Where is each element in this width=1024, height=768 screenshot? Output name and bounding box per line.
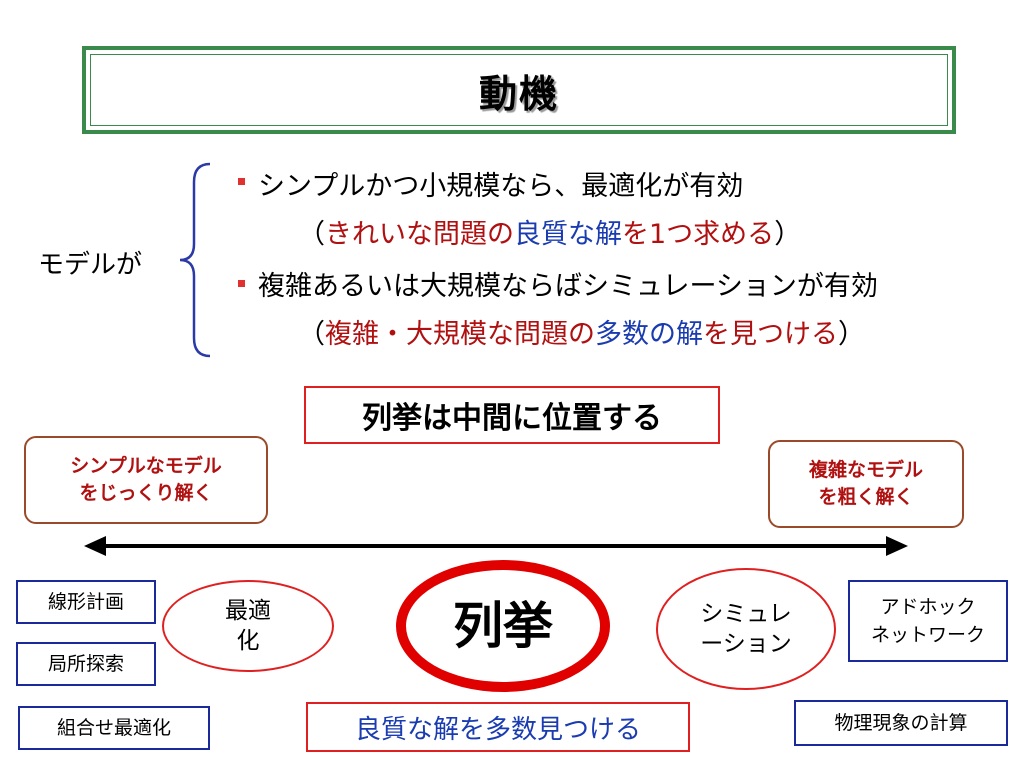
complex-model-line-1: 複雑なモデル [808,459,923,481]
method-box-adhoc-network: アドホック ネットワーク [848,580,1008,662]
detail-part-1: 複雑・大規模な問題の [325,319,595,350]
adhoc-line-2: ネットワーク [870,624,985,646]
paren-close: ） [774,219,802,250]
spectrum-arrow-icon [84,536,908,556]
simulation-line-2: ーション [700,631,792,657]
paren-open: （ [298,319,325,350]
bullet-marker-2 [238,280,245,287]
bullet-2-detail: （複雑・大規模な問題の多数の解を見つける） [298,312,865,351]
title-box: 動機 [82,46,956,134]
model-label: モデルが [38,250,143,280]
complex-model-line-2: を粗く解く [818,486,914,508]
detail-part-2: 良質な解 [514,219,622,250]
detail-part-1: きれいな問題の [325,219,514,250]
enumeration-ellipse: 列挙 [396,560,610,692]
detail-part-2: 多数の解 [595,319,703,350]
bullet-marker-1 [238,178,245,185]
bullet-2-text: 複雑あるいは大規模ならばシミュレーションが有効 [258,271,878,302]
middle-statement-box: 列挙は中間に位置する [304,386,720,444]
curly-brace-icon [179,162,211,358]
bottom-statement-box: 良質な解を多数見つける [306,702,690,752]
simple-model-line-1: シンプルなモデル [70,455,222,477]
optimization-line-2: 化 [236,628,260,654]
bullet-1-detail: （きれいな問題の良質な解を1つ求める） [298,212,801,251]
title-inner-frame: 動機 [90,54,948,126]
optimization-line-1: 最適 [225,598,271,624]
simulation-ellipse: シミュレ ーション [656,568,836,690]
paren-open: （ [298,219,325,250]
detail-part-3: を見つける [703,319,838,350]
bullet-1-text: シンプルかつ小規模なら、最適化が有効 [258,171,744,202]
detail-part-3: を1つ求める [622,219,775,250]
paren-close: ） [838,319,865,350]
complex-model-box: 複雑なモデル を粗く解く [768,440,964,528]
simple-model-line-2: をじっくり解く [79,482,213,504]
method-box-linear-programming: 線形計画 [16,580,156,624]
optimization-ellipse: 最適 化 [162,580,334,672]
enumeration-label: 列挙 [453,597,553,655]
method-box-local-search: 局所探索 [16,642,156,686]
method-box-combinatorial-optimization: 組合せ最適化 [18,706,210,750]
page-title: 動機 [478,71,559,116]
method-box-physics-computation: 物理現象の計算 [794,700,1008,746]
simulation-line-1: シミュレ [700,601,792,627]
adhoc-line-1: アドホック [880,596,976,618]
simple-model-box: シンプルなモデル をじっくり解く [24,436,268,524]
